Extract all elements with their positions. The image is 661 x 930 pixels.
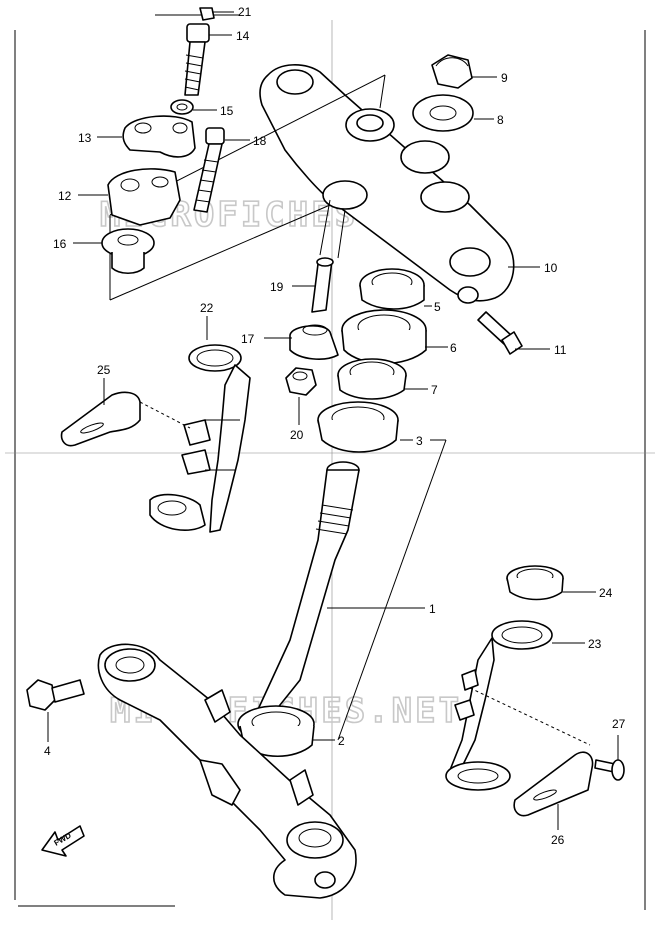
callout-24: 24 [599,586,613,600]
callout-21: 21 [238,5,252,19]
part-15-washer [170,99,194,115]
callout-25: 25 [97,363,111,377]
callout-3: 3 [416,434,423,448]
part-7-bearing [337,358,407,400]
callout-17: 17 [241,332,255,346]
callout-7: 7 [431,383,438,397]
part-9-cap-nut [431,54,473,89]
callout-1: 1 [429,602,436,616]
callout-22: 22 [200,301,214,315]
part-8-washer [412,94,474,132]
part-20-nut [285,367,317,396]
part-23-bracket [445,620,591,791]
part-11-bolt [477,311,523,355]
callout-5: 5 [434,300,441,314]
part-5-locknut [359,268,425,310]
callout-8: 8 [497,113,504,127]
part-1-stem [254,461,360,721]
callout-4: 4 [44,744,51,758]
part-22-bracket [149,344,251,533]
part-25-plate [60,391,191,447]
part-26-plate [513,751,594,817]
callouts: 21 14 15 13 18 12 16 9 8 10 19 5 6 17 7 … [44,5,626,847]
callout-15: 15 [220,104,234,118]
part-27-screw [594,759,625,781]
part-6-nut [341,309,427,365]
part-24-seal [506,565,564,601]
part-18-bolt [193,127,225,213]
part-16-grommet [101,228,155,275]
fwd-arrow-icon: FWD [41,825,85,857]
leader-lines [47,11,619,830]
callout-13: 13 [78,131,92,145]
callout-27: 27 [612,717,626,731]
callout-23: 23 [588,637,602,651]
callout-10: 10 [544,261,558,275]
part-14-bolt [184,23,210,96]
callout-11: 11 [554,343,567,357]
upper-bracket [259,64,515,304]
callout-12: 12 [58,189,72,203]
part-19-tube [311,257,334,313]
part-13-clamp [122,115,196,158]
callout-16: 16 [53,237,67,251]
callout-14: 14 [236,29,250,43]
callout-19: 19 [270,280,284,294]
callout-9: 9 [501,71,508,85]
part-21-clip [199,7,215,21]
callout-20: 20 [290,428,304,442]
callout-18: 18 [253,134,267,148]
lower-bracket [97,643,357,899]
part-2-seal [237,705,315,757]
part-17-cover [289,324,339,360]
callout-2: 2 [338,734,345,748]
callout-26: 26 [551,833,565,847]
part-4-bolt [26,679,85,711]
part-12-holder [107,168,181,226]
callout-6: 6 [450,341,457,355]
part-3-seal [317,401,399,453]
